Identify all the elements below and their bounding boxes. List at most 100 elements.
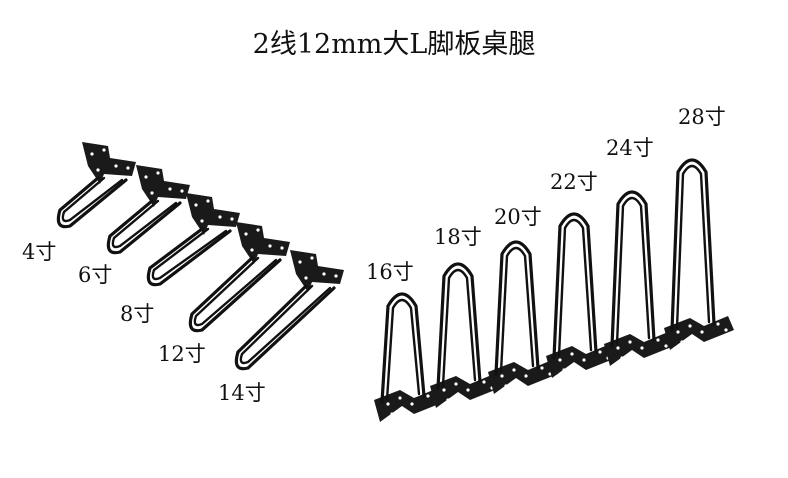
hairpin-rod — [385, 298, 421, 402]
hairpin-rod — [111, 199, 178, 249]
screw-hole — [482, 380, 486, 384]
screw-hole — [298, 260, 302, 264]
page-title: 2线12mm大L脚板桌腿 — [252, 29, 536, 60]
mounting-plate — [664, 316, 734, 350]
screw-hole — [310, 256, 314, 260]
screw-hole — [500, 374, 504, 378]
leg-left-4 — [188, 222, 290, 333]
size-label-18: 18寸 — [434, 225, 482, 249]
screw-hole — [620, 356, 624, 360]
size-label-4: 4寸 — [22, 240, 57, 264]
screw-hole — [256, 228, 260, 232]
screw-hole — [168, 187, 172, 191]
mounting-plate — [186, 193, 240, 235]
hairpin-rod — [151, 227, 228, 281]
leg-left-3 — [146, 193, 240, 287]
leg-left-1 — [56, 142, 136, 229]
screw-hole — [322, 272, 326, 276]
screw-hole — [616, 346, 620, 350]
screw-hole — [570, 352, 574, 356]
hairpin-rod — [234, 284, 336, 371]
screw-hole — [206, 199, 210, 203]
screw-hole — [398, 396, 402, 400]
hairpin-rod — [146, 227, 232, 287]
screw-hole — [466, 388, 470, 392]
screw-hole — [664, 344, 668, 348]
screw-hole — [558, 358, 562, 362]
hairpin-rod — [380, 292, 426, 404]
hairpin-rod — [436, 262, 482, 390]
hairpin-rod — [193, 256, 278, 327]
mounting-plate — [430, 374, 500, 408]
screw-hole — [180, 189, 184, 193]
size-label-20: 20寸 — [494, 205, 542, 229]
leg-right-5 — [604, 190, 674, 366]
leg-right-3 — [488, 240, 558, 394]
screw-hole — [598, 350, 602, 354]
mounting-plate — [290, 250, 344, 292]
size-label-28: 28寸 — [678, 105, 726, 129]
screw-hole — [244, 232, 248, 236]
screw-hole — [304, 276, 308, 280]
size-label-24: 24寸 — [606, 136, 654, 160]
screw-hole — [390, 412, 394, 416]
screw-hole — [446, 398, 450, 402]
screw-hole — [102, 148, 106, 152]
leg-right-4 — [546, 212, 616, 378]
hairpin-rod — [494, 240, 540, 376]
screw-hole — [96, 168, 100, 172]
screw-hole — [250, 248, 254, 252]
screw-hole — [386, 402, 390, 406]
screw-hole — [150, 191, 154, 195]
screw-hole — [268, 244, 272, 248]
screw-hole — [144, 175, 148, 179]
screw-hole — [640, 346, 644, 350]
mounting-plate — [604, 332, 674, 366]
screw-hole — [442, 388, 446, 392]
hairpin-rod — [615, 196, 651, 346]
hairpin-rod — [610, 190, 656, 348]
screw-hole — [562, 368, 566, 372]
size-label-8: 8寸 — [120, 302, 155, 326]
screw-hole — [454, 382, 458, 386]
leg-left-5 — [234, 250, 344, 371]
screw-hole — [540, 366, 544, 370]
screw-hole — [334, 274, 338, 278]
screw-hole — [524, 374, 528, 378]
hairpin-rod — [106, 199, 182, 255]
screw-hole — [700, 330, 704, 334]
screw-hole — [628, 340, 632, 344]
hairpin-rod — [499, 246, 535, 374]
mounting-plate — [236, 222, 290, 264]
screw-hole — [504, 384, 508, 388]
hairpin-rod — [557, 218, 593, 358]
mounting-plate — [136, 165, 190, 207]
screw-hole — [680, 340, 684, 344]
screw-hole — [200, 219, 204, 223]
right-leg-group — [374, 158, 734, 422]
leg-right-1 — [374, 292, 444, 422]
screw-hole — [230, 217, 234, 221]
screw-hole — [724, 328, 728, 332]
screw-hole — [676, 330, 680, 334]
hairpin-rod — [56, 176, 128, 229]
screw-hole — [126, 166, 130, 170]
screw-hole — [582, 358, 586, 362]
hairpin-rod — [675, 164, 711, 330]
screw-hole — [194, 203, 198, 207]
screw-hole — [280, 246, 284, 250]
screw-hole — [688, 324, 692, 328]
left-leg-group — [56, 142, 344, 371]
hairpin-rod — [61, 176, 124, 223]
screw-hole — [426, 394, 430, 398]
size-label-6: 6寸 — [78, 263, 113, 287]
screw-hole — [410, 402, 414, 406]
mounting-plate — [82, 142, 136, 184]
leg-left-2 — [106, 165, 190, 255]
size-label-12: 12寸 — [158, 342, 206, 366]
size-label-16: 16寸 — [366, 260, 414, 284]
hairpin-rod — [552, 212, 598, 360]
leg-right-6 — [664, 158, 734, 350]
screw-hole — [656, 338, 660, 342]
